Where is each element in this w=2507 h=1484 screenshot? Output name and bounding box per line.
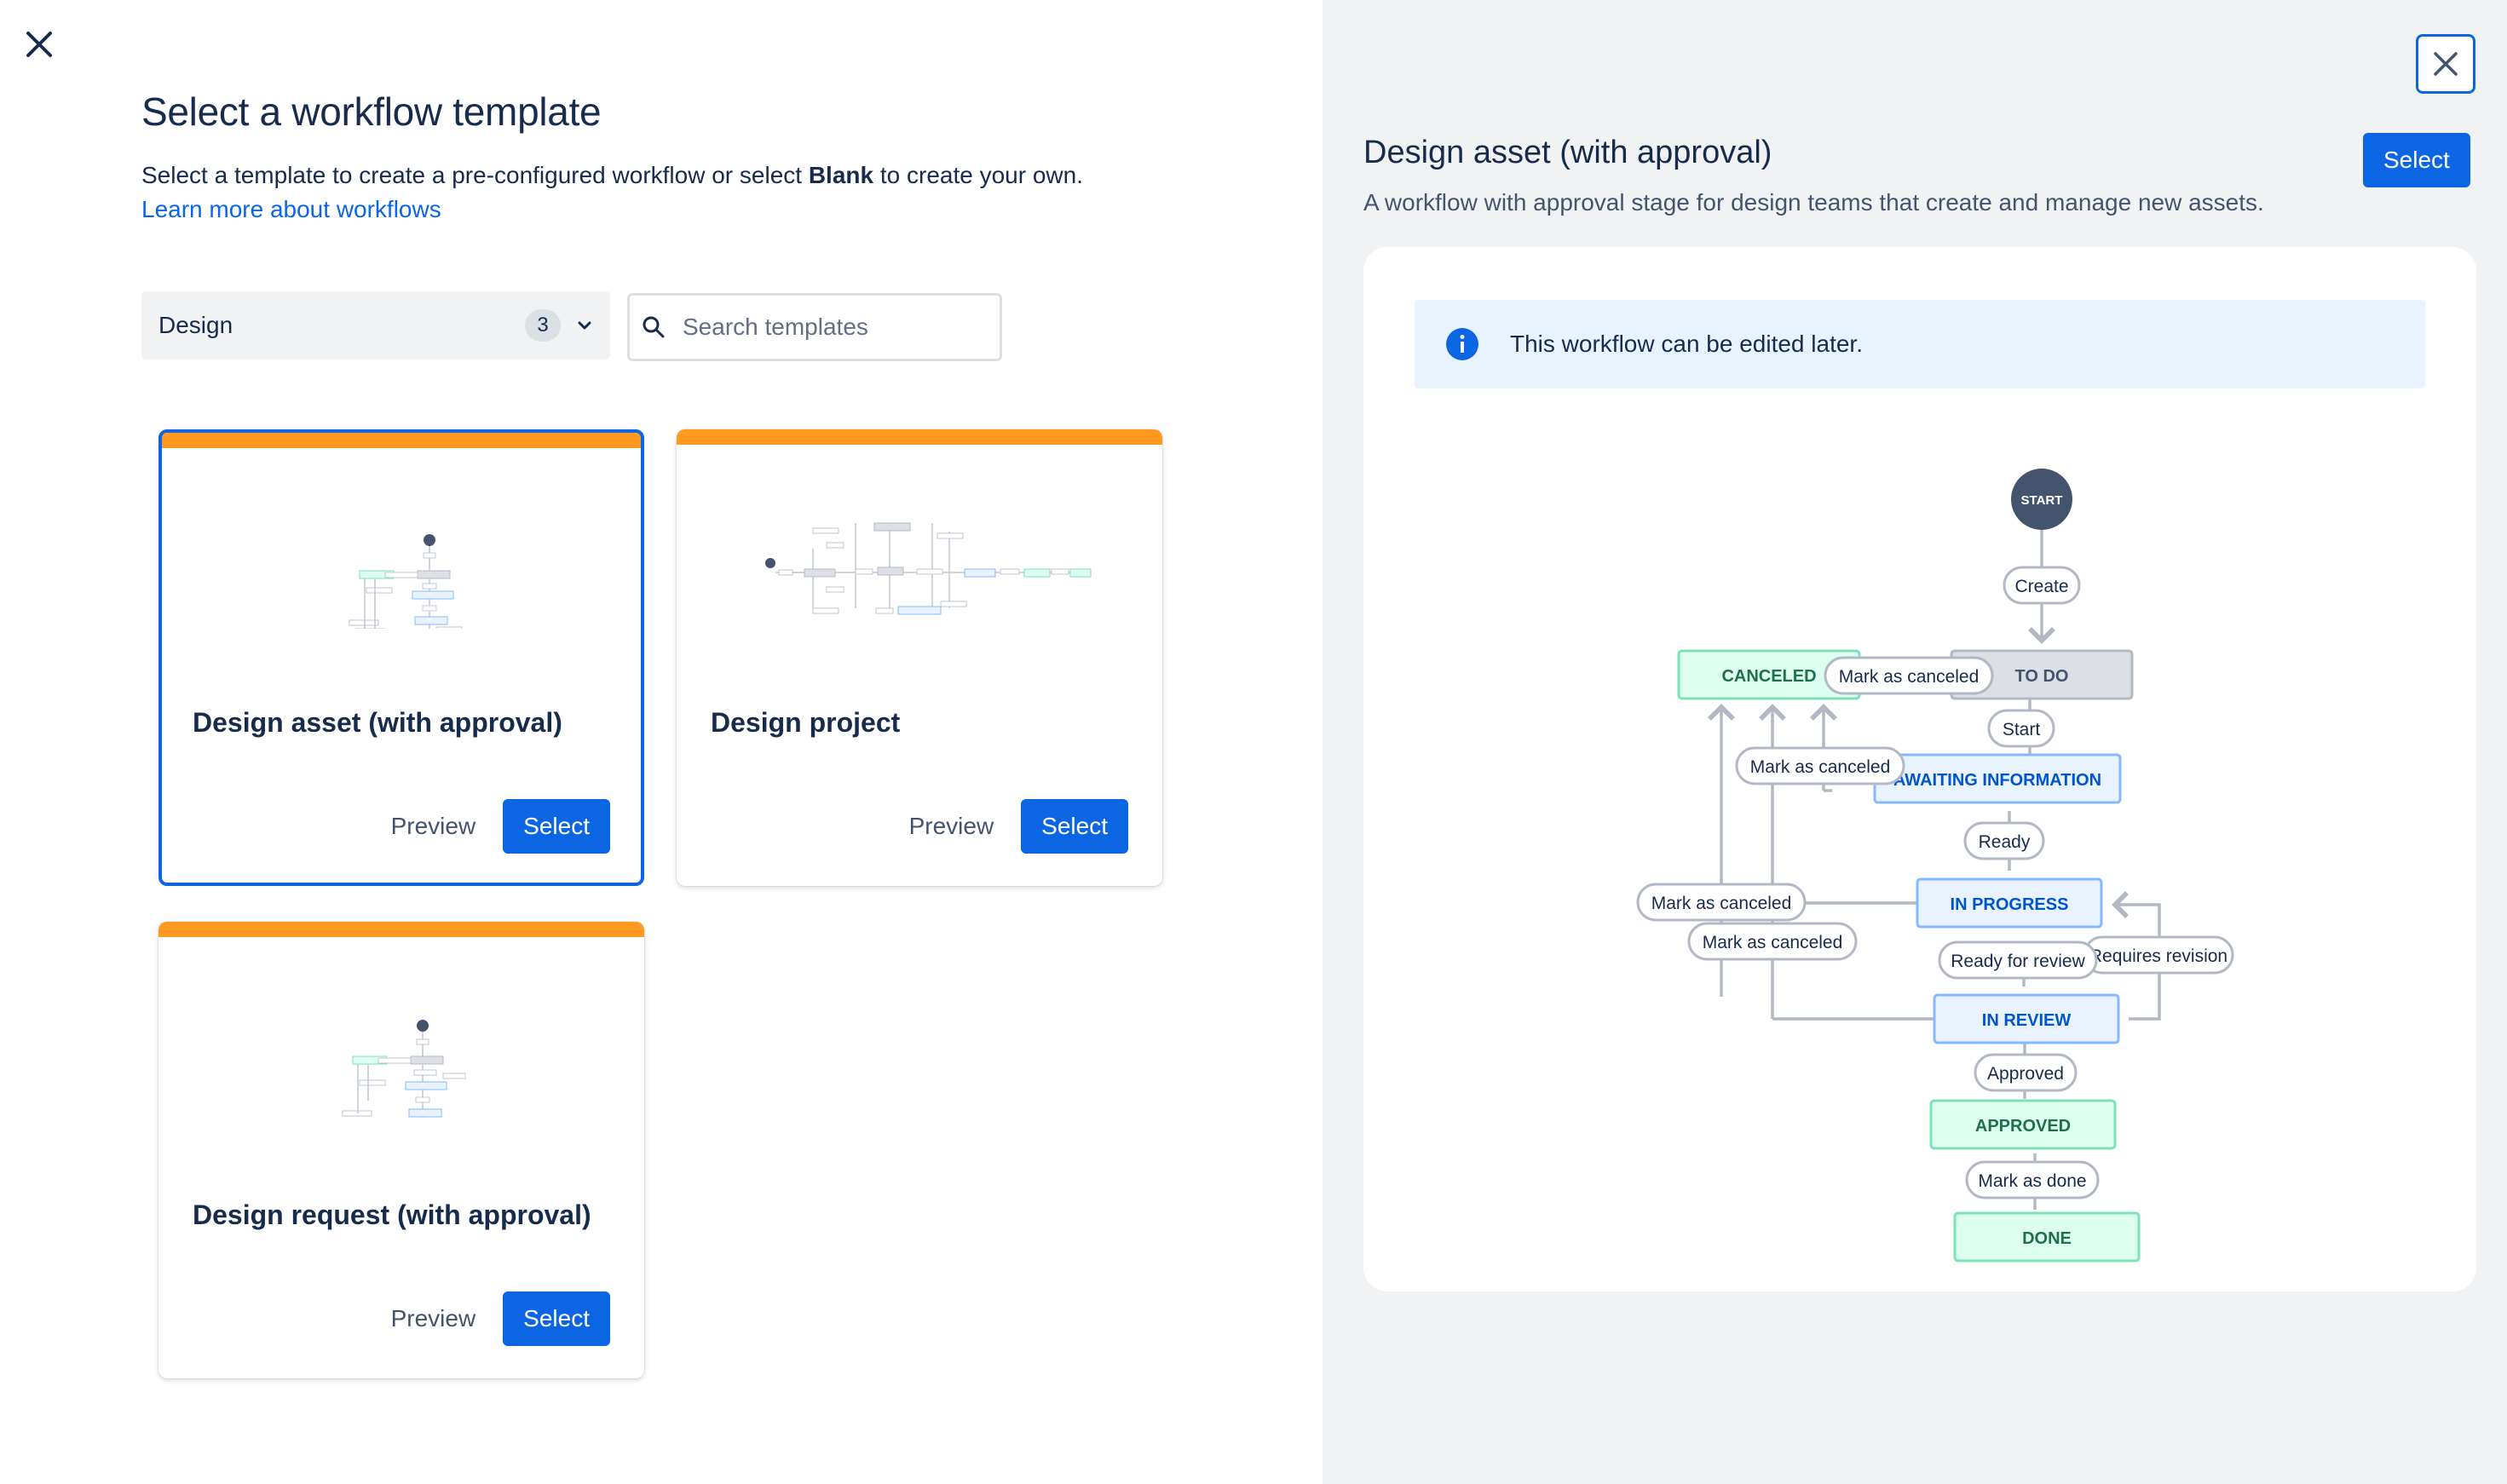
template-preview-panel: Design asset (with approval) A workflow … [1323, 0, 2507, 1484]
svg-text:Ready for review: Ready for review [1951, 952, 2085, 971]
workflow-thumbnail [349, 534, 463, 629]
transition-mark-as-canceled: Mark as canceled [1824, 656, 1994, 695]
preview-button[interactable]: Preview [386, 1297, 481, 1341]
page-title: Select a workflow template [141, 89, 602, 134]
workflow-preview-card: This workflow can be edited later. [1363, 247, 2476, 1291]
category-count-badge: 3 [525, 309, 561, 342]
chevron-down-icon [578, 321, 591, 330]
svg-text:Create: Create [2014, 577, 2068, 596]
template-card-title: Design project [711, 707, 901, 738]
svg-text:IN PROGRESS: IN PROGRESS [1951, 895, 2069, 914]
transition-mark-as-canceled: Mark as canceled [1687, 922, 1858, 961]
transition-mark-as-canceled: Mark as canceled [1636, 883, 1807, 922]
info-icon [1446, 328, 1478, 360]
svg-text:IN REVIEW: IN REVIEW [1982, 1011, 2072, 1030]
preview-select-button[interactable]: Select [2363, 133, 2470, 187]
workflow-thumbnail [765, 522, 1092, 615]
info-banner-text: This workflow can be edited later. [1510, 331, 1863, 357]
transition-create: Create [2003, 566, 2081, 605]
transition-mark-as-done: Mark as done [1965, 1160, 2100, 1199]
info-banner: This workflow can be edited later. [1415, 300, 2425, 388]
transition-mark-as-canceled: Mark as canceled [1735, 746, 1905, 785]
status-todo: TO DO [1950, 649, 2134, 700]
close-preview-button[interactable] [2416, 34, 2475, 94]
card-accent-bar [158, 922, 644, 937]
template-card-design-project[interactable]: Design project Preview Select [677, 429, 1162, 886]
template-gallery-panel: Select a workflow template Select a temp… [19, 24, 1162, 1378]
preview-title: Design asset (with approval) [1363, 135, 1772, 170]
status-in-review: IN REVIEW [1933, 993, 2120, 1044]
svg-text:Requires revision: Requires revision [2089, 946, 2227, 966]
workflow-start-node: START [2011, 469, 2072, 530]
status-canceled: CANCELED [1677, 649, 1861, 700]
select-button[interactable]: Select [503, 1291, 610, 1346]
svg-text:CANCELED: CANCELED [1721, 667, 1816, 686]
template-card-title: Design asset (with approval) [193, 707, 562, 738]
close-icon [2434, 52, 2458, 76]
search-field[interactable] [627, 293, 1002, 361]
status-in-progress: IN PROGRESS [1916, 877, 2103, 929]
svg-text:DONE: DONE [2022, 1229, 2072, 1248]
search-input[interactable] [683, 313, 989, 341]
status-awaiting-information: AWAITING INFORMATION [1873, 753, 2122, 804]
close-button[interactable] [19, 24, 60, 65]
svg-text:Ready: Ready [1979, 832, 2031, 852]
svg-text:Approved: Approved [1987, 1064, 2064, 1084]
transition-ready-for-review: Ready for review [1938, 940, 2098, 980]
workflow-thumbnail [342, 1020, 466, 1118]
workflow-diagram: START CANCELED TO DO AWAITING INFORMATIO… [1636, 469, 2234, 1263]
select-button[interactable]: Select [1021, 799, 1128, 854]
svg-text:Mark as canceled: Mark as canceled [1651, 894, 1792, 913]
transition-ready: Ready [1963, 821, 2045, 860]
transition-start: Start [1987, 709, 2055, 748]
transition-requires-revision: Requires revision [2083, 935, 2234, 975]
category-select[interactable]: Design 3 [141, 291, 610, 359]
template-card-design-request[interactable]: Design request (with approval) Preview S… [158, 922, 644, 1378]
template-card-title: Design request (with approval) [193, 1199, 591, 1230]
svg-text:TO DO: TO DO [2015, 667, 2069, 686]
preview-button[interactable]: Preview [386, 804, 481, 848]
learn-more-link[interactable]: Learn more about workflows [141, 196, 441, 222]
svg-text:Mark as canceled: Mark as canceled [1839, 667, 1980, 687]
category-select-value: Design [158, 312, 233, 338]
select-button[interactable]: Select [503, 799, 610, 854]
transition-approved: Approved [1974, 1053, 2078, 1092]
svg-text:Mark as canceled: Mark as canceled [1703, 933, 1843, 952]
page-description: Select a template to create a pre-config… [141, 162, 1083, 188]
svg-text:Start: Start [2003, 720, 2041, 739]
close-icon [26, 32, 52, 57]
status-done: DONE [1953, 1211, 2141, 1263]
search-icon [643, 316, 665, 338]
svg-text:START: START [2021, 493, 2063, 508]
svg-text:Mark as canceled: Mark as canceled [1750, 757, 1891, 777]
card-accent-bar [162, 433, 641, 448]
card-accent-bar [677, 429, 1162, 445]
template-card-design-asset[interactable]: Design asset (with approval) Preview Sel… [158, 429, 644, 886]
status-approved: APPROVED [1929, 1099, 2117, 1150]
svg-text:AWAITING INFORMATION: AWAITING INFORMATION [1893, 771, 2101, 790]
preview-description: A workflow with approval stage for desig… [1363, 189, 2264, 216]
svg-text:APPROVED: APPROVED [1975, 1117, 2071, 1136]
preview-button[interactable]: Preview [904, 804, 1000, 848]
svg-text:Mark as done: Mark as done [1978, 1171, 2086, 1191]
